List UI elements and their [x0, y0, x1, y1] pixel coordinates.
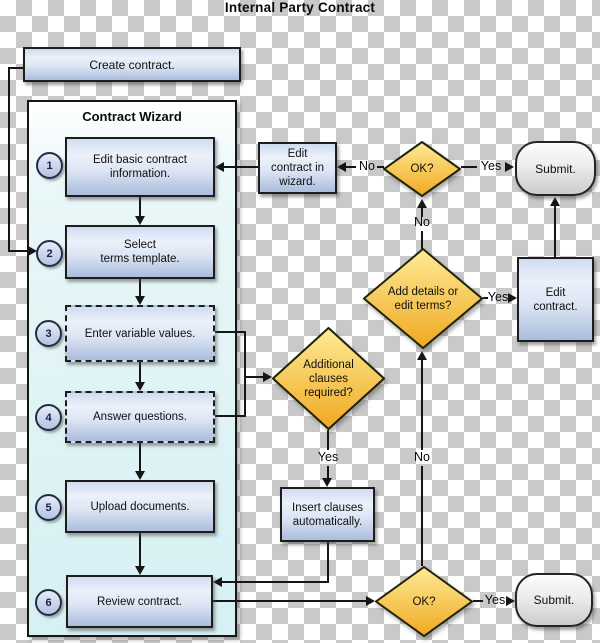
step-box-enter-variable-values: Enter variable values.	[65, 305, 215, 362]
step-box-answer-questions: Answer questions.	[65, 391, 215, 443]
connector-create-loop-top	[8, 67, 25, 69]
connector-create-loop-bottom	[8, 250, 29, 252]
create-contract-box: Create contract.	[23, 47, 241, 82]
decision-additional-clauses-label: Additional clauses required?	[303, 358, 354, 399]
connector-okbottom-yes	[473, 600, 483, 602]
arrowhead-into-review	[213, 577, 222, 587]
arrowhead-into-editcontract	[508, 293, 517, 303]
edge-label-yes: Yes	[484, 593, 506, 607]
decision-ok-bottom-shape	[375, 566, 473, 637]
edge-label-yes: Yes	[487, 290, 509, 304]
contract-wizard-title: Contract Wizard	[82, 109, 182, 124]
step-number-6: 6	[35, 589, 62, 616]
connector-review-okbottom	[213, 600, 366, 602]
connector-bracket-to-diamond	[246, 376, 264, 378]
insert-clauses-box: Insert clauses automatically.	[280, 487, 375, 542]
connector-wizardedit-step1	[224, 166, 258, 168]
arrowhead-step3	[135, 296, 145, 305]
connector-step4-bracket	[215, 415, 246, 417]
connector-adddetails-yes	[483, 297, 488, 299]
connector-additional-yes-b	[327, 466, 329, 479]
connector-adddetails-no-b	[421, 231, 423, 249]
connector-create-loop-side	[8, 67, 10, 252]
step-number-4: 4	[35, 404, 62, 431]
arrowhead-into-submit-bottom	[506, 596, 515, 606]
arrowhead-into-insertclauses	[322, 478, 332, 487]
arrowhead-into-okbottom	[366, 596, 375, 606]
connector-okbottom-no-b	[421, 466, 423, 566]
connector-step2-step3	[139, 279, 141, 296]
connector-okbottom-no-a	[421, 359, 423, 450]
decision-add-details: Add details or edit terms?	[363, 248, 483, 349]
step-number-3: 3	[35, 320, 62, 347]
decision-add-details-label: Add details or edit terms?	[387, 285, 459, 312]
connector-editcontract-submit	[554, 205, 556, 257]
arrowhead-into-additionalclauses	[263, 372, 272, 382]
arrowhead-into-submit-top-bottom	[550, 197, 560, 206]
connector-step3-step4	[139, 362, 141, 382]
connector-step4-step5	[139, 443, 141, 471]
decision-add-details-shape	[363, 248, 483, 349]
edit-contract-box: Edit contract.	[517, 257, 594, 342]
decision-ok-top-label: OK?	[410, 163, 434, 175]
decision-additional-clauses-shape	[272, 327, 385, 430]
edge-label-yes: Yes	[480, 159, 502, 173]
arrowhead-step5	[135, 471, 145, 480]
arrowhead-step4	[135, 382, 145, 391]
edge-label-no: No	[414, 215, 430, 229]
step-number-2: 2	[36, 240, 63, 267]
decision-additional-clauses: Additional clauses required?	[272, 327, 385, 430]
step-box-select-terms-template: Select terms template.	[65, 225, 215, 279]
arrowhead-into-step2	[28, 246, 37, 256]
diagram-title: Internal Party Contract	[224, 0, 376, 15]
submit-terminal-top: Submit.	[515, 141, 596, 196]
arrowhead-into-submit-top	[505, 162, 514, 172]
connector-insert-review-v	[327, 542, 329, 583]
arrowhead-into-step1	[215, 162, 224, 172]
decision-ok-bottom-label: OK?	[412, 595, 436, 608]
decision-ok-top-shape	[383, 141, 461, 197]
connector-oktop-yes	[461, 166, 477, 168]
step-box-review-contract: Review contract.	[66, 575, 213, 628]
arrowhead-into-adddetails	[417, 351, 427, 360]
decision-ok-bottom: OK?	[375, 566, 473, 637]
connector-adddetails-no-a	[421, 207, 423, 217]
arrowhead-step6	[135, 566, 145, 575]
step-box-upload-documents: Upload documents.	[65, 480, 215, 533]
connector-step3-bracket	[215, 331, 246, 333]
arrowhead-into-oktop	[417, 199, 427, 208]
step-box-edit-basic-info: Edit basic contract information.	[65, 137, 215, 197]
connector-step5-step6	[139, 533, 141, 566]
connector-oktop-no-b	[377, 166, 384, 168]
step-number-5: 5	[35, 494, 62, 521]
submit-terminal-bottom: Submit.	[515, 573, 593, 627]
edge-label-yes: Yes	[317, 450, 339, 464]
arrowhead-into-wizardedit	[337, 162, 346, 172]
connector-additional-yes-a	[327, 430, 329, 450]
connector-insert-review-h	[222, 581, 329, 583]
connector-bracket-vertical	[244, 331, 246, 417]
connector-oktop-no-a	[346, 166, 356, 168]
edit-contract-in-wizard-box: Edit contract in wizard.	[258, 142, 337, 194]
step-number-1: 1	[36, 152, 63, 179]
arrowhead-step2	[135, 216, 145, 225]
connector-step1-step2	[139, 197, 141, 217]
edge-label-no: No	[414, 450, 430, 464]
edge-label-no: No	[359, 159, 375, 173]
decision-ok-top: OK?	[383, 141, 461, 197]
